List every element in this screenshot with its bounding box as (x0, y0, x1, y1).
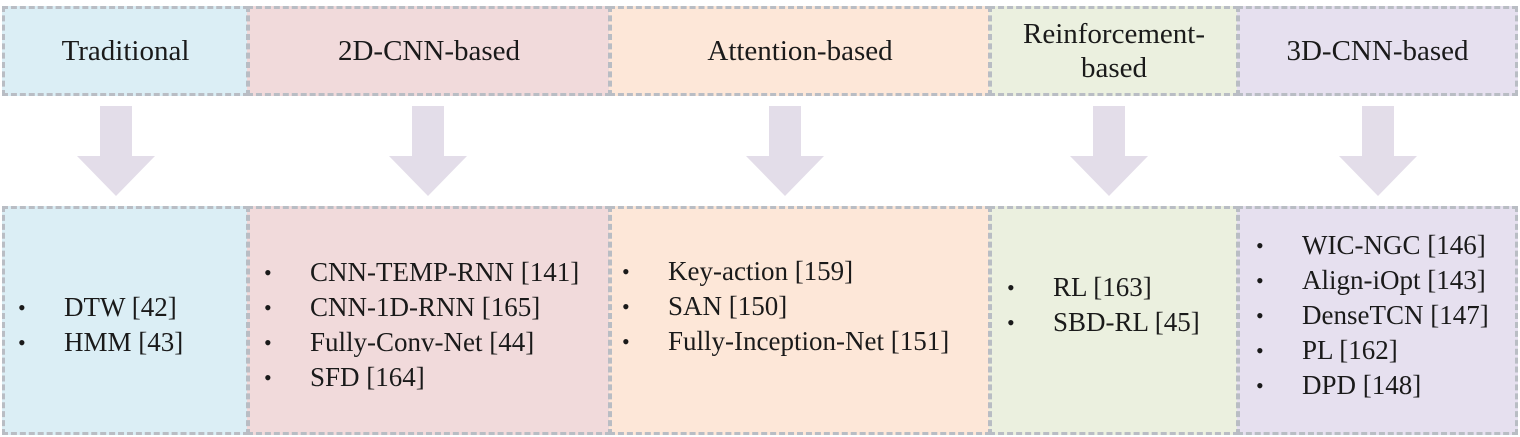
down-arrow-icon (746, 106, 824, 196)
list-item: Fully-Inception-Net [151] (622, 324, 988, 359)
down-arrow-icon (1339, 106, 1417, 196)
list-item: CNN-1D-RNN [165] (264, 290, 608, 325)
list-item: HMM [43] (18, 325, 246, 360)
list-item: Key-action [159] (622, 254, 988, 289)
list-item: CNN-TEMP-RNN [141] (264, 255, 608, 290)
list-2d-cnn-based: CNN-TEMP-RNN [141] CNN-1D-RNN [165] Full… (247, 206, 611, 435)
header-attention-based-title: Attention-based (707, 35, 893, 67)
down-arrow-icon (1070, 106, 1148, 196)
header-reinforcement-based-title: Reinforcement- based (1023, 17, 1205, 85)
header-2d-cnn-based: 2D-CNN-based (247, 6, 611, 96)
list-item: DTW [42] (18, 290, 246, 325)
header-traditional: Traditional (2, 6, 249, 96)
list-traditional: DTW [42] HMM [43] (2, 206, 249, 435)
header-3d-cnn-based-title: 3D-CNN-based (1286, 35, 1469, 67)
down-arrow-icon (77, 106, 155, 196)
list-item: RL [163] (1007, 270, 1236, 305)
list-item: SAN [150] (622, 289, 988, 324)
list-item: Align-iOpt [143] (1256, 263, 1515, 298)
list-reinforcement-based: RL [163] SBD-RL [45] (989, 206, 1239, 435)
header-traditional-title: Traditional (61, 35, 190, 67)
header-reinforcement-based: Reinforcement- based (989, 6, 1239, 96)
list-item: SBD-RL [45] (1007, 305, 1236, 340)
list-attention-based: Key-action [159] SAN [150] Fully-Incepti… (609, 206, 991, 435)
list-3d-cnn-based: WIC-NGC [146] Align-iOpt [143] DenseTCN … (1237, 206, 1518, 435)
list-item: DenseTCN [147] (1256, 298, 1515, 333)
header-attention-based: Attention-based (609, 6, 991, 96)
list-item: SFD [164] (264, 360, 608, 395)
header-2d-cnn-based-title: 2D-CNN-based (337, 35, 520, 67)
header-reinforcement-line-2: based (1080, 52, 1147, 84)
list-item: PL [162] (1256, 333, 1515, 368)
header-3d-cnn-based: 3D-CNN-based (1237, 6, 1518, 96)
header-reinforcement-line-1: Reinforcement- (1023, 18, 1205, 50)
list-item: WIC-NGC [146] (1256, 228, 1515, 263)
down-arrow-icon (389, 106, 467, 196)
list-item: DPD [148] (1256, 368, 1515, 403)
list-item: Fully-Conv-Net [44] (264, 325, 608, 360)
